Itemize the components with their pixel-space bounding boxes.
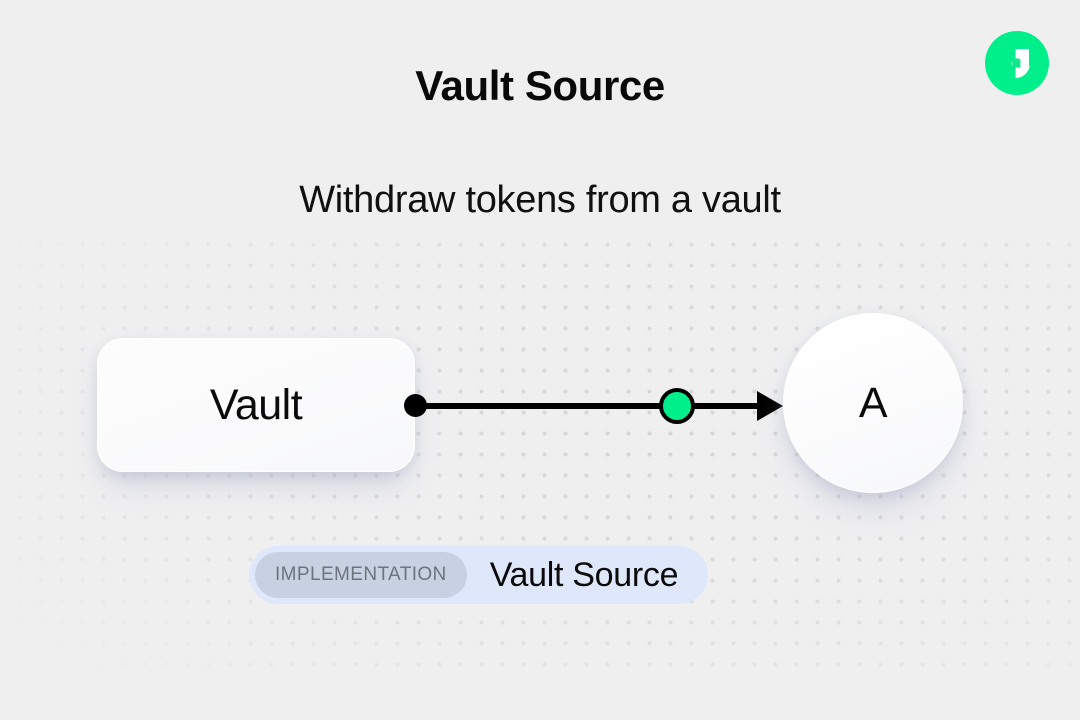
implementation-name: Vault Source: [489, 555, 679, 594]
node-vault[interactable]: Vault: [97, 338, 415, 472]
node-vault-label: Vault: [209, 380, 303, 429]
edge-midpoint-handle[interactable]: [659, 388, 695, 424]
implementation-kind-pill: IMPLEMENTATION: [255, 552, 467, 598]
page-subtitle: Withdraw tokens from a vault: [299, 179, 781, 221]
node-a[interactable]: A: [783, 313, 963, 493]
edge-source-handle[interactable]: [404, 394, 427, 417]
node-a-label: A: [858, 378, 888, 427]
implementation-kind-label: IMPLEMENTATION: [275, 564, 447, 585]
implementation-badge: IMPLEMENTATION Vault Source: [249, 546, 709, 604]
flow-logo-icon: [985, 31, 1049, 95]
page-title: Vault Source: [415, 62, 665, 109]
